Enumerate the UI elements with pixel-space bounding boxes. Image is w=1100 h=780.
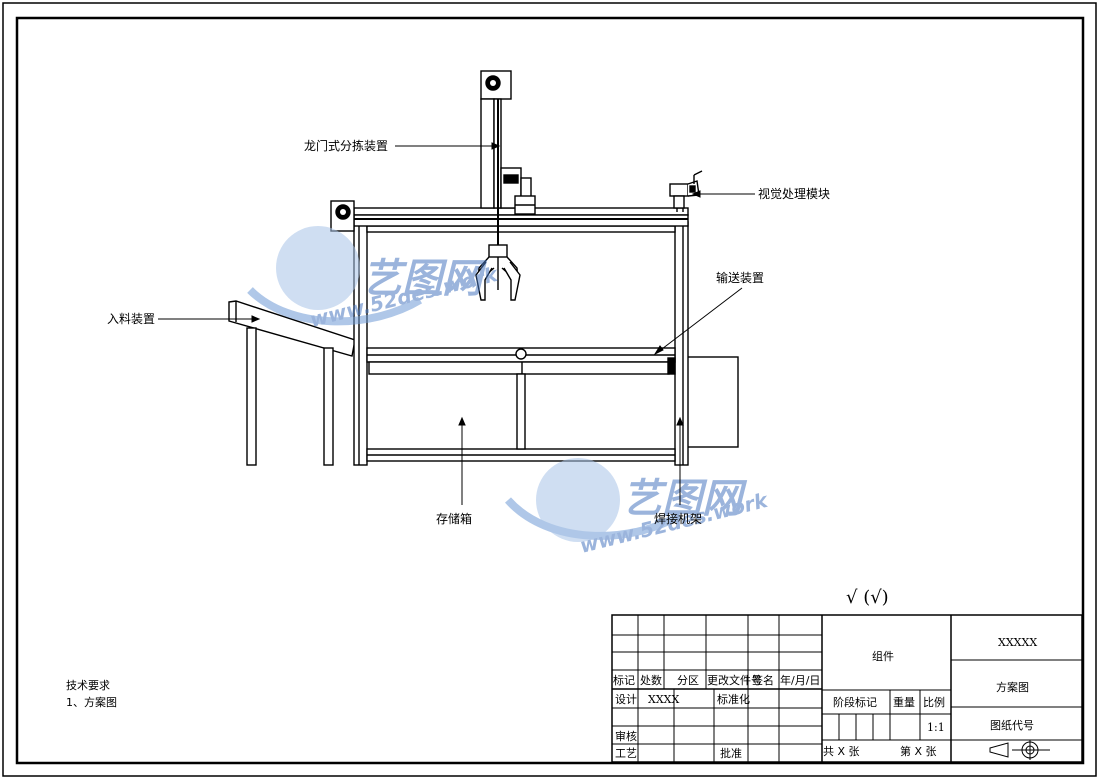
tb-rev-count: 处数: [640, 674, 662, 687]
tb-rev-mark: 标记: [613, 673, 635, 687]
watermark-lower: 艺图网 www.52des.work: [505, 458, 771, 558]
tb-component: 组件: [872, 649, 894, 663]
label-frame: 焊接机架: [654, 511, 702, 526]
tb-rev-zone: 分区: [677, 674, 699, 687]
leaders: [158, 142, 755, 505]
conveyor: [368, 348, 676, 450]
label-feeder: 入料装置: [107, 312, 155, 326]
tb-rev-doc: 更改文件号: [707, 673, 762, 687]
tb-stage-mark: 阶段标记: [833, 695, 877, 709]
tb-designer: XXXX: [648, 693, 679, 706]
side-box: [686, 356, 739, 448]
title-block: [611, 614, 1083, 763]
gripper: [475, 244, 521, 301]
tb-rev-sign: 签名: [752, 673, 774, 687]
feeder: [228, 300, 356, 466]
watermark-brand: 艺图网: [622, 476, 748, 522]
watermark-brand: 艺图网: [362, 256, 488, 302]
tb-total-sheets: 共 X 张: [823, 745, 860, 758]
roughness-symbol: √ (√): [846, 587, 889, 608]
tb-design: 设计: [615, 693, 637, 706]
label-storage: 存储箱: [436, 511, 472, 526]
label-vision: 视觉处理模块: [758, 186, 830, 201]
tb-drawing-code: 图纸代号: [990, 719, 1034, 732]
tb-process: 工艺: [615, 747, 637, 760]
gantry-column: [480, 70, 536, 245]
tech-item-1: 1、方案图: [66, 695, 117, 709]
tech-title: 技术要求: [66, 679, 110, 692]
label-conveyor: 输送装置: [716, 270, 764, 285]
inner-border: [15, 16, 1085, 765]
tb-drawing-name: 方案图: [996, 680, 1029, 694]
tb-scale-label: 比例: [923, 695, 945, 709]
tb-approve: 批准: [720, 746, 742, 760]
tb-standardize: 标准化: [717, 692, 750, 706]
tb-review: 审核: [615, 729, 637, 743]
tb-company: XXXXX: [998, 636, 1037, 649]
tb-weight: 重量: [893, 695, 915, 709]
tb-sheet-no: 第 X 张: [900, 744, 937, 758]
tb-rev-date: 年/月/日: [780, 673, 820, 687]
vision-module: [669, 170, 703, 212]
watermark-upper: 艺图网 www.52des.work: [247, 226, 501, 332]
tb-scale: 1:1: [927, 721, 945, 734]
label-gantry: 龙门式分拣装置: [304, 138, 388, 153]
